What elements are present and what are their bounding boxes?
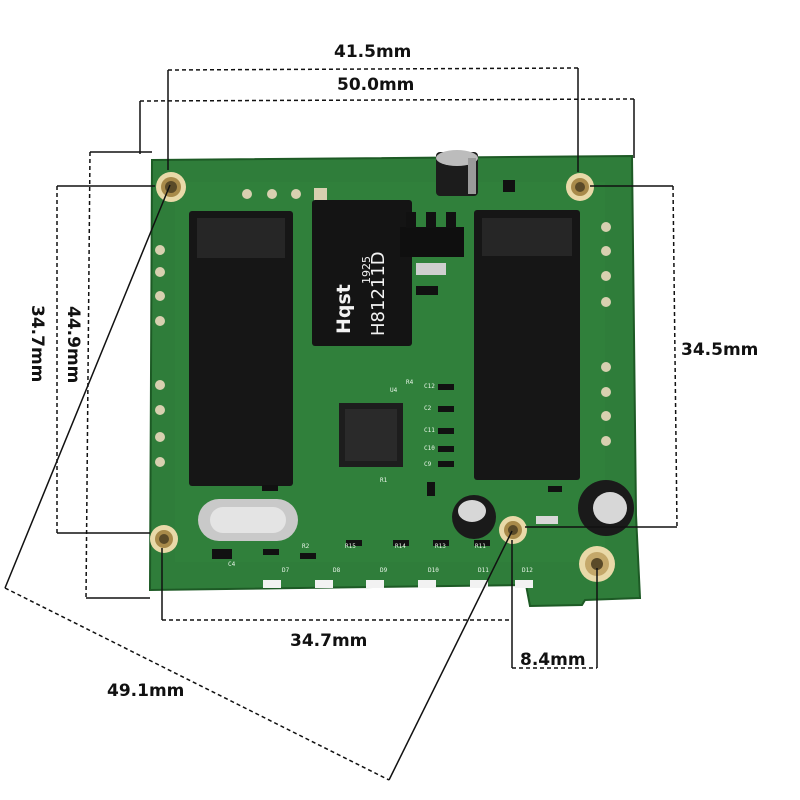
silk-d9: D9: [380, 567, 388, 574]
right-relay-block: [474, 210, 580, 480]
top-pin-header: [242, 188, 327, 201]
silk-r2: R2: [302, 543, 310, 550]
dim-label-top-outer: 50.0mm: [337, 75, 414, 95]
pcb-board: Hqst 1925 H81211D: [148, 150, 642, 608]
dim-label-bottom: 34.7mm: [290, 631, 367, 651]
silk-d12: D12: [522, 567, 533, 574]
dim-label-bottom-right: 8.4mm: [520, 650, 586, 670]
silk-c10: C10: [424, 445, 435, 452]
capacitor-bottom-right: [578, 480, 634, 536]
dim-diagonal-dash: [4, 587, 390, 781]
silk-r14: R14: [395, 543, 406, 550]
dim-top-inner-dash: [167, 67, 579, 71]
dim-label-diagonal: 49.1mm: [107, 681, 184, 701]
silk-c2: C2: [424, 405, 432, 412]
right-pin-header: [601, 222, 611, 446]
silk-r4: R4: [406, 379, 414, 386]
silk-d11: D11: [478, 567, 489, 574]
capacitor-top: [436, 150, 478, 196]
silk-c4: C4: [228, 561, 236, 568]
silk-d10: D10: [428, 567, 439, 574]
crystal-oscillator: [198, 499, 298, 541]
silk-d8: D8: [333, 567, 341, 574]
mounting-hole-bottom-mid: [499, 516, 527, 544]
dim-label-left-outer: 34.7mm: [27, 305, 47, 382]
controller-ic: [339, 403, 403, 467]
silk-d7: D7: [282, 567, 290, 574]
led-row: [263, 580, 533, 588]
dimension-lines: [4, 67, 678, 781]
silk-c12: C12: [424, 383, 435, 390]
dim-diagonal-right-arm: [388, 530, 513, 781]
dim-label-left-inner: 44.9mm: [63, 306, 83, 383]
silkscreen-labels: D7 D8 D9 D10 D11 D12 R2 R15 R14 R13 R11 …: [228, 379, 533, 574]
silk-r15: R15: [345, 543, 356, 550]
dimension-labels: 41.5mm 50.0mm 34.7mm 44.9mm 34.5mm 34.7m…: [27, 42, 758, 701]
smd-components: [212, 180, 562, 559]
transformer: Hqst 1925 H81211D: [312, 200, 412, 346]
transformer-part: H81211D: [368, 251, 389, 336]
left-relay-block: [189, 211, 293, 486]
silk-r1: R1: [380, 477, 388, 484]
mounting-hole-top-left: [156, 172, 186, 202]
left-pin-header: [155, 245, 165, 467]
transformer-year: 1925: [360, 256, 373, 284]
capacitor-bottom-mid: [452, 495, 496, 539]
dim-top-outer-dash: [139, 98, 635, 102]
silk-u4: U4: [390, 387, 398, 394]
silk-c9: C9: [424, 461, 432, 468]
dim-diagonal-left-arm: [4, 184, 171, 589]
dim-label-right: 34.5mm: [681, 340, 758, 360]
silk-r13: R13: [435, 543, 446, 550]
dim-left-inner-dash: [85, 151, 91, 599]
dim-right-dash: [672, 185, 678, 528]
mounting-hole-bottom-left: [150, 525, 178, 553]
mounting-hole-top-right: [566, 173, 594, 201]
silk-c11: C11: [424, 427, 435, 434]
silk-r11: R11: [475, 543, 486, 550]
transformer-brand: Hqst: [333, 284, 355, 334]
dim-label-top-inner: 41.5mm: [334, 42, 411, 62]
mounting-hole-bottom-right: [579, 546, 615, 582]
